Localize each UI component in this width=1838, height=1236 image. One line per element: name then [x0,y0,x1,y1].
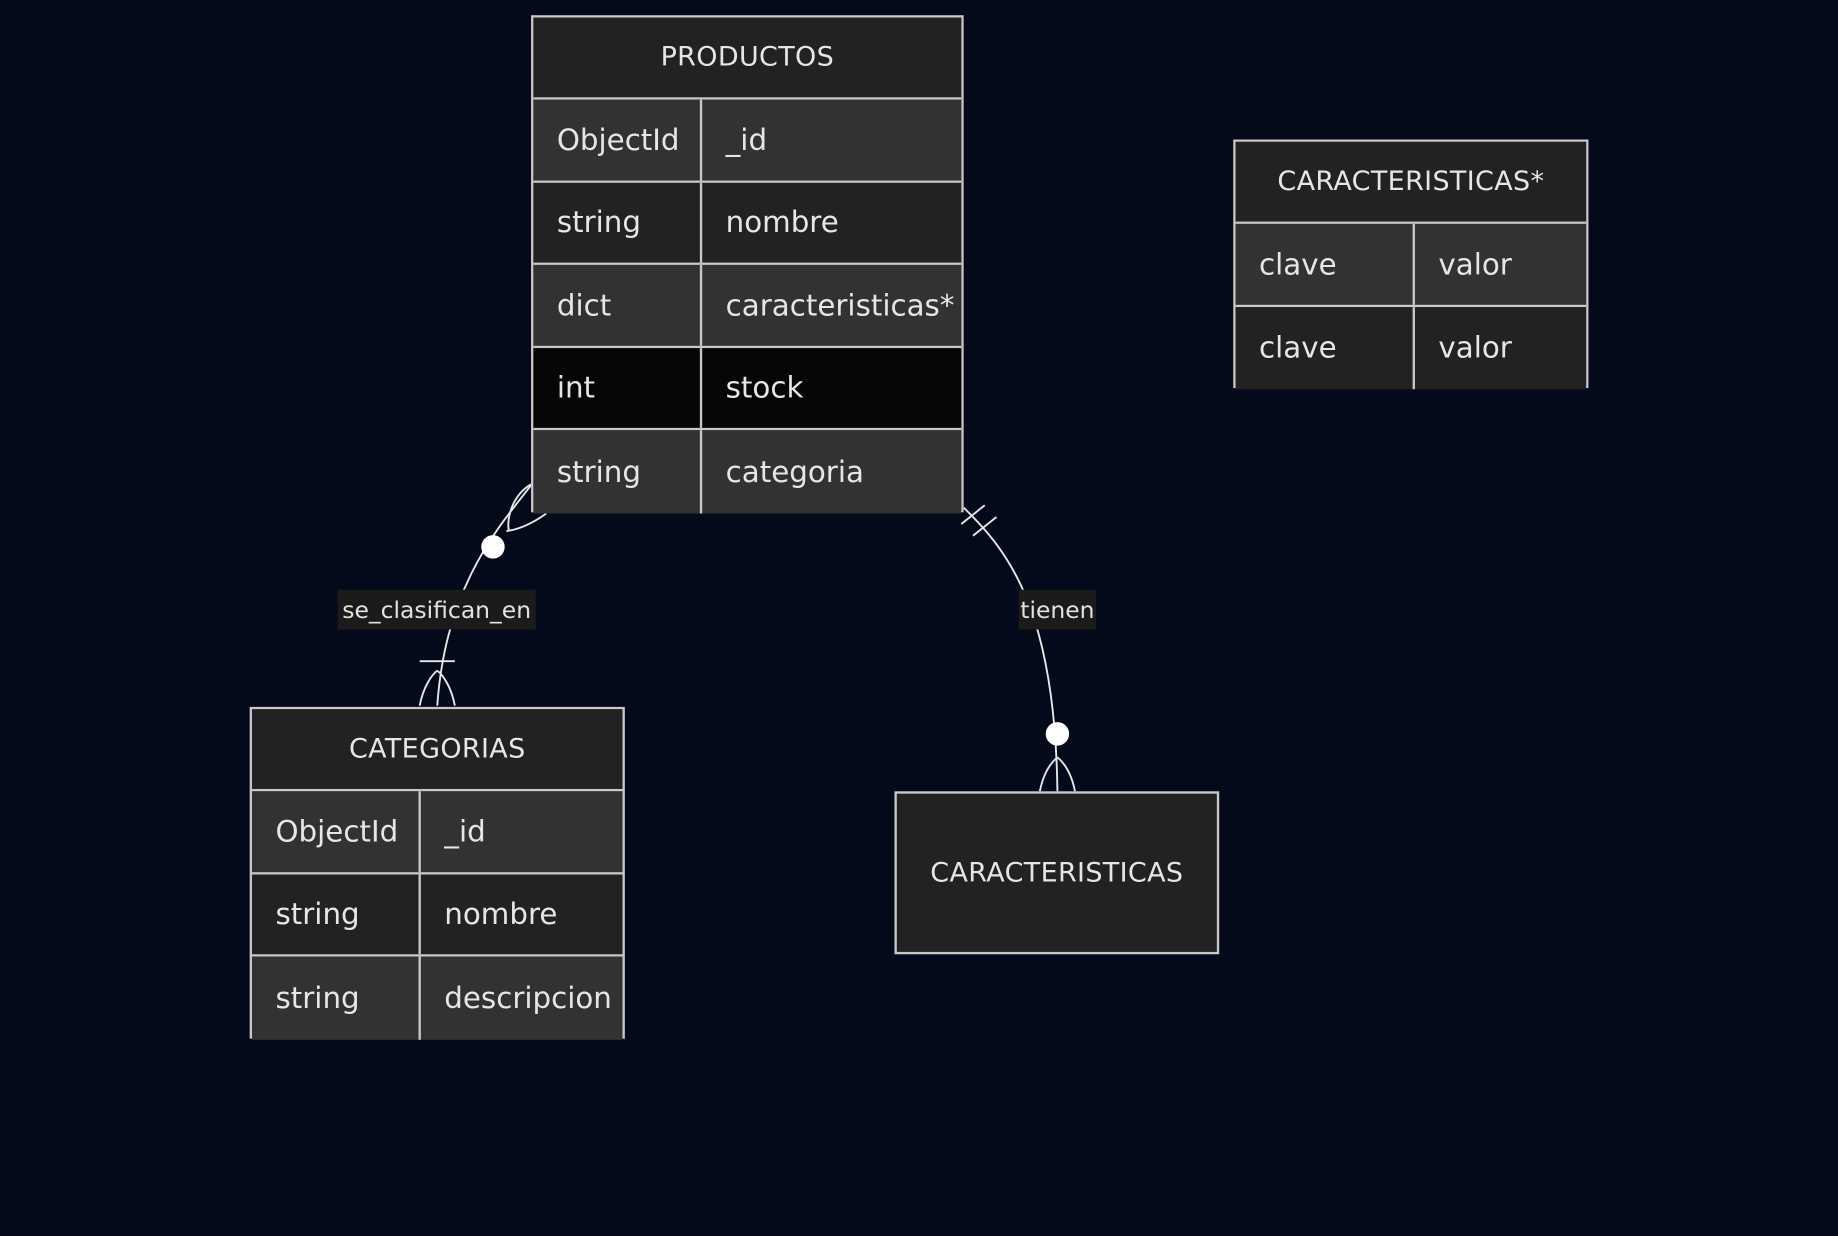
attribute-row-selected[interactable]: int stock [533,347,962,431]
zero-or-many-marker-caracteristicas [1038,756,1076,792]
entity-title-caracteristicas-star: CARACTERISTICAS* [1235,141,1587,224]
entity-caracteristicas[interactable]: CARACTERISTICAS [894,791,1220,955]
attribute-row[interactable]: ObjectId _id [252,791,623,874]
one-or-many-marker-categorias [418,660,456,706]
attribute-type: dict [533,264,703,346]
attribute-name: categoria [725,454,864,489]
attribute-type: ObjectId [252,791,421,872]
attribute-type: string [533,430,703,513]
attribute-type: clave [1236,223,1415,305]
zero-circle-productos [481,535,505,559]
attribute-row[interactable]: ObjectId _id [533,99,962,183]
attribute-type: ObjectId [533,99,703,180]
attribute-type: string [252,873,421,955]
attribute-type: string [533,182,703,263]
entity-title-productos: PRODUCTOS [533,17,962,100]
attribute-row[interactable]: string nombre [533,182,962,265]
attribute-name: stock [725,370,804,405]
entity-caracteristicas-star[interactable]: CARACTERISTICAS* clave valor clave valor [1233,139,1589,390]
exactly-one-marker-productos [960,504,998,537]
zero-or-many-marker-productos [506,483,547,532]
attribute-name: caracteristicas* [725,288,955,323]
attribute-name: nombre [725,205,839,240]
attribute-type: clave [1236,306,1415,390]
attribute-row[interactable]: string nombre [252,873,623,957]
zero-circle-caracteristicas [1045,722,1070,746]
attribute-row[interactable]: dict caracteristicas* [533,264,962,348]
attribute-name: _id [444,814,486,849]
relationship-label-se-clasifican-en: se_clasifican_en [337,589,536,630]
attribute-row[interactable]: clave valor [1235,223,1587,307]
relationship-edges [418,483,1076,792]
attribute-name: valor [1438,247,1512,282]
attribute-name: _id [725,122,768,157]
attribute-row[interactable]: string categoria [533,430,962,513]
attribute-row[interactable]: clave valor [1235,306,1587,390]
attribute-type: string [252,956,421,1040]
attribute-type: int [533,347,703,428]
attribute-name: nombre [444,897,558,932]
attribute-row[interactable]: string descripcion [252,956,623,1040]
relationship-label-tienen: tienen [1018,589,1097,630]
entity-productos[interactable]: PRODUCTOS ObjectId _id string nombre dic… [531,15,964,513]
entity-title-caracteristicas: CARACTERISTICAS [930,857,1184,889]
edge-tienen[interactable] [962,506,1059,792]
edge-se-clasifican-en[interactable] [436,484,532,706]
entity-categorias[interactable]: CATEGORIAS ObjectId _id string nombre st… [249,706,625,1040]
attribute-name: descripcion [444,980,612,1015]
entity-title-categorias: CATEGORIAS [252,709,623,792]
attribute-name: valor [1438,330,1512,365]
